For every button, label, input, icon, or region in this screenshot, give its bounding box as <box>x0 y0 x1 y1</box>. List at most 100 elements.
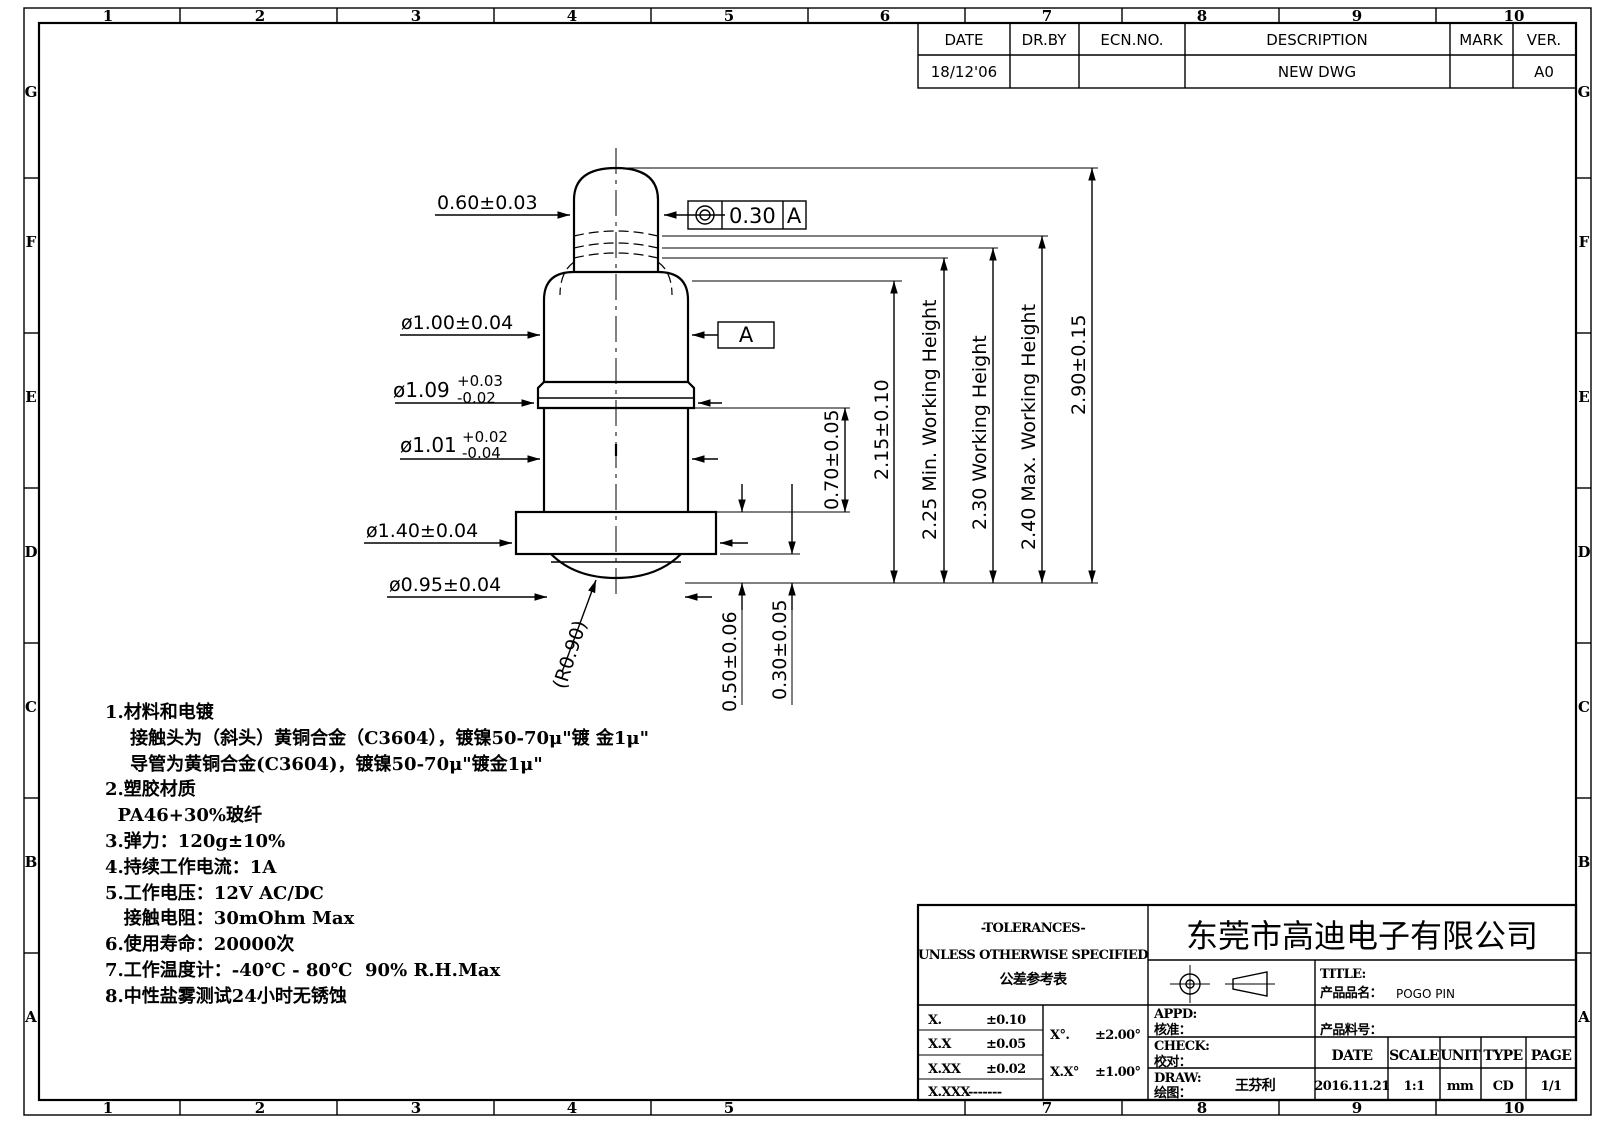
note-line: 1.材料和电镀 <box>105 702 214 723</box>
technical-notes: 1.材料和电镀 接触头为（斜头）黄铜合金（C3604），镀镍50-70μ"镀 金… <box>105 700 649 1010</box>
dim-barrel-dia: ø1.00±0.04 <box>401 312 513 334</box>
tol-val-0: ±0.10 <box>986 1013 1026 1028</box>
plunger-tip <box>572 166 660 212</box>
col-4-top: 4 <box>567 7 577 25</box>
rev-ver: A0 <box>1534 63 1554 81</box>
dim-070: 0.70±0.05 <box>821 409 843 510</box>
draw-label: DRAW: <box>1154 1071 1201 1086</box>
dim-collar-dia: ø1.09 <box>393 378 450 402</box>
ang-key-1: X.X° <box>1050 1065 1079 1080</box>
ang-key-0: X°. <box>1050 1028 1069 1043</box>
drawer-name: 王芬利 <box>1235 1077 1276 1094</box>
row-d-left: D <box>24 543 37 561</box>
appd-label: APPD: <box>1153 1007 1197 1022</box>
tb-type: CD <box>1493 1079 1514 1094</box>
rev-header-mark: MARK <box>1459 31 1504 49</box>
row-e-left: E <box>25 388 36 406</box>
note-line: 8.中性盐雾测试24小时无锈蚀 <box>105 985 347 1007</box>
tb-date: 2016.11.21 <box>1314 1079 1389 1094</box>
rev-header-description: DESCRIPTION <box>1266 31 1368 49</box>
ang-val-1: ±1.00° <box>1095 1065 1141 1080</box>
dim-collar-tol-plus: +0.03 <box>457 372 503 390</box>
note-line: 接触头为（斜头）黄铜合金（C3604），镀镍50-70μ"镀 金1μ" <box>105 727 649 749</box>
product-name: POGO PIN <box>1396 987 1455 1001</box>
note-line: 7.工作温度计：-40℃ - 80℃ 90% R.H.Max <box>105 959 501 981</box>
col-1-top: 1 <box>103 7 113 25</box>
check-cn-label: 校对： <box>1154 1054 1191 1070</box>
col-2-bottom: 2 <box>255 1099 265 1117</box>
fcf-datum: A <box>787 204 802 228</box>
tol-val-3: ------- <box>968 1085 1002 1100</box>
row-a-left: A <box>24 1008 37 1026</box>
col-9-bottom: 9 <box>1352 1099 1362 1117</box>
tol-key-2: X.XX <box>928 1062 962 1077</box>
dim-tube-tol-plus: +0.02 <box>462 428 508 446</box>
hdr-scale: SCALE <box>1389 1048 1439 1064</box>
revision-table: DATE DR.BY ECN.NO. DESCRIPTION MARK VER.… <box>917 22 1577 89</box>
row-g-right: G <box>1578 83 1591 101</box>
col-10-bottom: 10 <box>1504 1099 1525 1117</box>
company-name: 东莞市高迪电子有限公司 <box>1186 917 1538 955</box>
dim-225: 2.25 Min. Working Height <box>919 300 941 540</box>
row-c-right: C <box>1578 698 1590 716</box>
tol-val-2: ±0.02 <box>986 1062 1026 1077</box>
col-8-top: 8 <box>1197 7 1207 25</box>
row-c-left: C <box>25 698 37 716</box>
col-3-top: 3 <box>411 7 421 25</box>
dim-215: 2.15±0.10 <box>871 379 893 480</box>
tol-val-1: ±0.05 <box>986 1037 1026 1052</box>
ang-val-0: ±2.00° <box>1095 1028 1141 1043</box>
rev-header-date: DATE <box>944 31 983 49</box>
dim-collar-tol-minus: -0.02 <box>457 389 496 407</box>
dim-tail-dia: ø0.95±0.04 <box>389 574 501 596</box>
note-line: 导管为黄铜合金(C3604)，镀镍50-70μ"镀金1μ" <box>105 753 543 775</box>
barrel-top <box>542 270 690 301</box>
col-7-bottom: 7 <box>1042 1099 1052 1117</box>
tb-scale: 1:1 <box>1403 1079 1424 1094</box>
tol-key-3: X.XXX <box>928 1085 971 1100</box>
tb-unit: mm <box>1447 1079 1474 1094</box>
product-name-label: 产品品名： <box>1320 985 1382 1001</box>
col-5-top: 5 <box>724 7 734 25</box>
dim-050: 0.50±0.06 <box>719 611 741 712</box>
note-line: PA46+30%玻纤 <box>105 805 263 827</box>
row-b-right: B <box>1578 853 1591 871</box>
col-4-bottom: 4 <box>567 1099 577 1117</box>
dim-tube-tol-minus: -0.04 <box>462 444 501 462</box>
datum-a-box <box>717 321 775 349</box>
dim-240: 2.40 Max. Working Height <box>1018 304 1040 550</box>
col-7-top: 7 <box>1042 7 1052 25</box>
rev-header-drby: DR.BY <box>1022 31 1068 49</box>
row-f-right: F <box>1579 233 1590 251</box>
row-e-right: E <box>1578 388 1589 406</box>
dim-230: 2.30 Working Height <box>969 335 991 530</box>
tolerance-subtitle: UNLESS OTHERWISE SPECIFIED <box>918 948 1148 963</box>
hdr-unit: UNIT <box>1440 1048 1481 1064</box>
col-1-bottom: 1 <box>103 1099 113 1117</box>
row-g-left: G <box>25 83 38 101</box>
col-5-bottom: 5 <box>724 1099 734 1117</box>
projection-symbol-icon <box>1170 965 1275 1003</box>
title-block: -TOLERANCES- UNLESS OTHERWISE SPECIFIED … <box>916 903 1578 1102</box>
note-line: 3.弹力：120g±10% <box>105 830 286 852</box>
col-10-top: 10 <box>1504 7 1525 25</box>
tolerance-cn: 公差参考表 <box>1000 971 1069 988</box>
concentricity-symbol <box>695 205 715 225</box>
col-2-top: 2 <box>255 7 265 25</box>
dimension-lines <box>364 167 1098 705</box>
hdr-date: DATE <box>1332 1048 1373 1064</box>
note-line: 6.使用寿命：20000次 <box>105 934 295 956</box>
dim-radius: (R0.90) <box>549 618 592 692</box>
row-a-right: A <box>1577 1008 1590 1026</box>
draw-cn-label: 绘图： <box>1154 1085 1191 1101</box>
flange <box>514 510 718 556</box>
rev-header-ecn: ECN.NO. <box>1100 31 1163 49</box>
tol-key-1: X.X <box>928 1037 952 1052</box>
product-no-cn-label: 产品料号： <box>1320 1022 1382 1038</box>
tolerance-title: -TOLERANCES- <box>981 921 1086 936</box>
dim-tube-dia: ø1.01 <box>400 433 457 457</box>
datum-a-label: A <box>739 323 754 347</box>
rev-description: NEW DWG <box>1278 63 1356 81</box>
appd-cn-label: 核准： <box>1154 1022 1191 1038</box>
